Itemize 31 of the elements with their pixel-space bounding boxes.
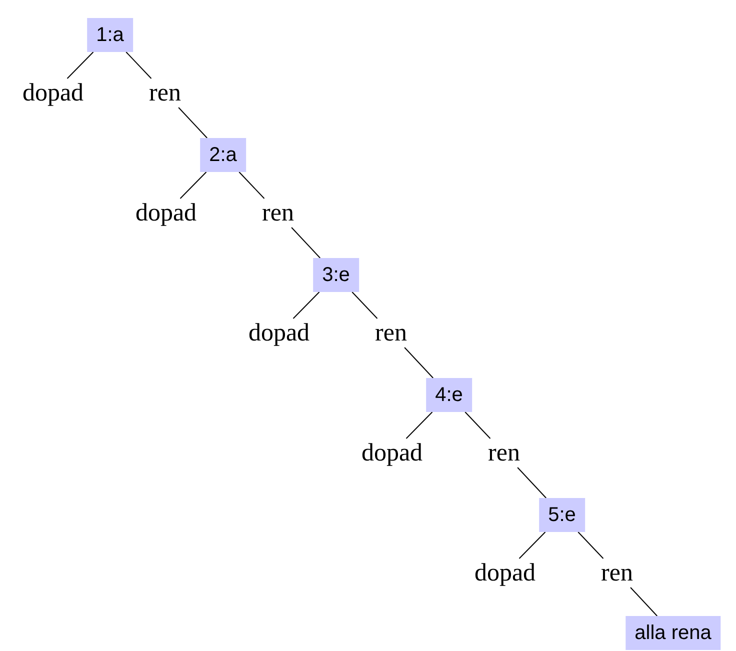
branch-label: dopad (135, 200, 197, 226)
tree-edge (178, 107, 208, 138)
tree-edge (578, 532, 604, 559)
branch-label: dopad (361, 440, 423, 466)
node-box: 3:e (313, 258, 359, 292)
node-box: 4:e (426, 378, 472, 412)
tree-edge (291, 227, 321, 258)
tree-edge (352, 292, 378, 319)
tree-edge (517, 467, 547, 498)
tree-edge (406, 412, 433, 439)
tree-edge (292, 292, 320, 319)
node-box: 2:a (200, 138, 246, 172)
branch-label: dopad (474, 560, 536, 586)
tree-edge (66, 52, 94, 79)
branch-label: ren (375, 320, 407, 346)
branch-label: ren (488, 440, 520, 466)
branch-label: dopad (248, 320, 310, 346)
branch-label: ren (149, 80, 181, 106)
tree-edge (180, 172, 207, 199)
node-box: 5:e (539, 498, 585, 532)
node-box: 1:a (87, 18, 133, 52)
tree-edge (404, 347, 434, 378)
tree-edge (630, 587, 658, 616)
tree-edge (464, 412, 491, 439)
tree-edge (238, 172, 265, 199)
branch-label: dopad (22, 80, 84, 106)
branch-label: ren (601, 560, 633, 586)
node-box: alla rena (626, 616, 720, 650)
branch-label: ren (262, 200, 294, 226)
tree-edge (518, 532, 546, 559)
tree-edge (126, 52, 152, 79)
